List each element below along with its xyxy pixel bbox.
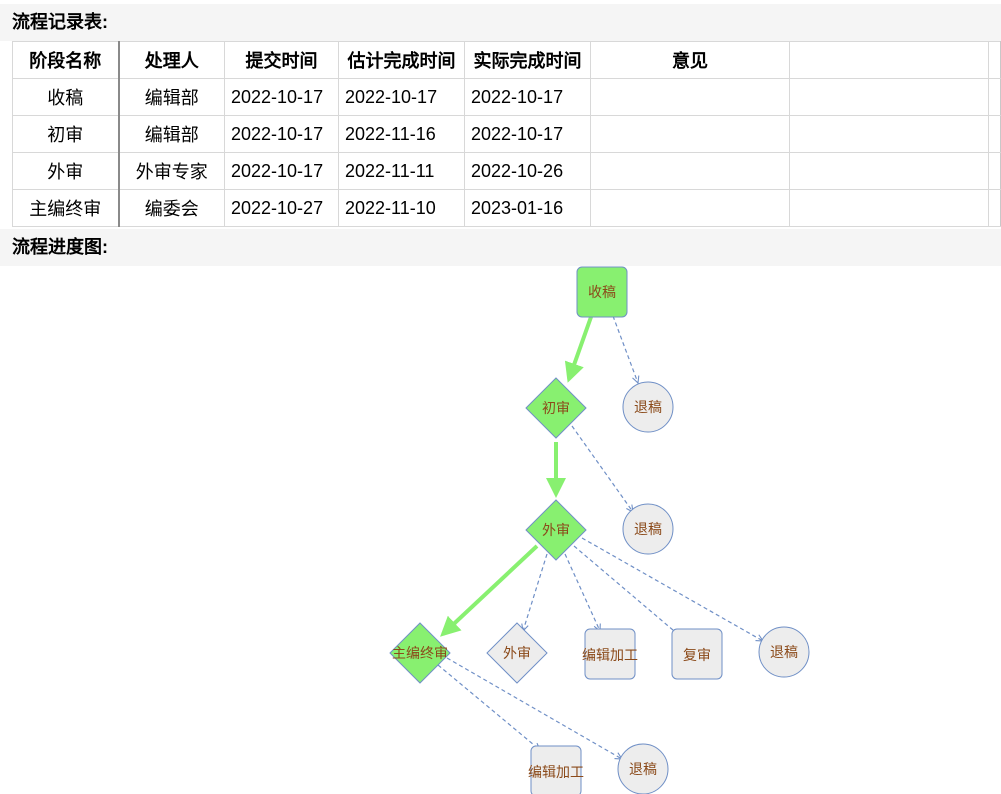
cell-submit-time: 2022-10-17 bbox=[224, 152, 339, 190]
cell-estimated-time: 2022-11-16 bbox=[338, 115, 465, 153]
cell-extra-1 bbox=[789, 189, 989, 227]
node-label: 退稿 bbox=[629, 761, 657, 777]
header-actual-time: 实际完成时间 bbox=[464, 41, 591, 79]
cell-handler: 编委会 bbox=[118, 189, 225, 227]
node-zhubian: 主编终审 bbox=[389, 622, 451, 684]
node-tuigao-4: 退稿 bbox=[617, 743, 669, 794]
table-row: 主编终审 编委会 2022-10-27 2022-11-10 2023-01-1… bbox=[12, 189, 1001, 227]
cell-handler: 编辑部 bbox=[118, 115, 225, 153]
node-label: 主编终审 bbox=[392, 645, 448, 661]
record-section-title: 流程记录表: bbox=[0, 4, 1001, 41]
table-row: 外审 外审专家 2022-10-17 2022-11-11 2022-10-26 bbox=[12, 152, 1001, 190]
cell-stage-name: 收稿 bbox=[12, 78, 120, 116]
progress-section-title: 流程进度图: bbox=[0, 229, 1001, 266]
header-handler: 处理人 bbox=[118, 41, 225, 79]
table-header-row: 阶段名称 处理人 提交时间 估计完成时间 实际完成时间 意见 bbox=[12, 41, 1001, 79]
node-label: 收稿 bbox=[588, 284, 616, 300]
node-label: 初审 bbox=[542, 400, 570, 416]
edge-waishen-waishen bbox=[523, 553, 548, 631]
node-bianji-1: 编辑加工 bbox=[582, 628, 638, 680]
cell-opinion bbox=[590, 152, 790, 190]
node-label: 退稿 bbox=[634, 399, 662, 415]
cell-handler: 外审专家 bbox=[118, 152, 225, 190]
cell-stage-name: 主编终审 bbox=[12, 189, 120, 227]
cell-actual-time: 2022-10-17 bbox=[464, 78, 591, 116]
edge-shougao-chushen bbox=[564, 316, 593, 383]
cell-extra-2 bbox=[988, 115, 1001, 153]
table-row: 初审 编辑部 2022-10-17 2022-11-16 2022-10-17 bbox=[12, 115, 1001, 153]
header-stage-name: 阶段名称 bbox=[12, 41, 120, 79]
cell-extra-1 bbox=[789, 78, 989, 116]
cell-estimated-time: 2022-10-17 bbox=[338, 78, 465, 116]
cell-handler: 编辑部 bbox=[118, 78, 225, 116]
node-tuigao-1: 退稿 bbox=[622, 381, 674, 433]
node-label: 外审 bbox=[503, 645, 531, 661]
cell-submit-time: 2022-10-27 bbox=[224, 189, 339, 227]
cell-submit-time: 2022-10-17 bbox=[224, 78, 339, 116]
edge-zhubian-tuigao bbox=[446, 657, 622, 759]
cell-estimated-time: 2022-11-10 bbox=[338, 189, 465, 227]
node-fushen: 复审 bbox=[671, 628, 723, 680]
cell-actual-time: 2023-01-16 bbox=[464, 189, 591, 227]
table-row: 收稿 编辑部 2022-10-17 2022-10-17 2022-10-17 bbox=[12, 78, 1001, 116]
record-table: 阶段名称 处理人 提交时间 估计完成时间 实际完成时间 意见 收稿 编辑部 20… bbox=[12, 41, 1001, 227]
header-extra-1 bbox=[789, 41, 989, 79]
header-estimated-time: 估计完成时间 bbox=[338, 41, 465, 79]
cell-estimated-time: 2022-11-11 bbox=[338, 152, 465, 190]
node-label: 退稿 bbox=[634, 521, 662, 537]
cell-extra-2 bbox=[988, 152, 1001, 190]
node-chushen: 初审 bbox=[525, 377, 587, 439]
node-label: 编辑加工 bbox=[582, 647, 638, 663]
node-bianji-2: 编辑加工 bbox=[528, 745, 584, 794]
cell-opinion bbox=[590, 115, 790, 153]
edge-shougao-tuigao bbox=[612, 315, 638, 383]
cell-extra-1 bbox=[789, 115, 989, 153]
cell-opinion bbox=[590, 78, 790, 116]
node-waishen: 外审 bbox=[525, 499, 587, 561]
cell-stage-name: 外审 bbox=[12, 152, 120, 190]
header-extra-2 bbox=[988, 41, 1001, 79]
node-tuigao-3: 退稿 bbox=[758, 626, 810, 678]
cell-actual-time: 2022-10-17 bbox=[464, 115, 591, 153]
edge-zhubian-bianji bbox=[437, 664, 540, 750]
edge-waishen-bianji bbox=[564, 553, 600, 631]
flowchart: 收稿 退稿 初审 退稿 外审 主编终审 外审 编辑加工 复审 退稿 编辑加工 bbox=[389, 266, 810, 794]
node-waishen-2: 外审 bbox=[486, 622, 548, 684]
node-label: 复审 bbox=[683, 647, 711, 663]
cell-extra-2 bbox=[988, 78, 1001, 116]
node-label: 外审 bbox=[542, 522, 570, 538]
cell-actual-time: 2022-10-26 bbox=[464, 152, 591, 190]
node-label: 编辑加工 bbox=[528, 764, 584, 780]
edge-chushen-tuigao bbox=[571, 425, 633, 512]
cell-extra-2 bbox=[988, 189, 1001, 227]
node-label: 退稿 bbox=[770, 644, 798, 660]
cell-submit-time: 2022-10-17 bbox=[224, 115, 339, 153]
header-opinion: 意见 bbox=[590, 41, 790, 79]
edge-waishen-zhubian bbox=[440, 544, 539, 637]
cell-extra-1 bbox=[789, 152, 989, 190]
header-submit-time: 提交时间 bbox=[224, 41, 339, 79]
edge-waishen-fushen bbox=[573, 545, 680, 636]
cell-opinion bbox=[590, 189, 790, 227]
node-tuigao-2: 退稿 bbox=[622, 503, 674, 555]
cell-stage-name: 初审 bbox=[12, 115, 120, 153]
edge-waishen-tuigao bbox=[581, 537, 763, 641]
node-shougao: 收稿 bbox=[576, 266, 628, 318]
